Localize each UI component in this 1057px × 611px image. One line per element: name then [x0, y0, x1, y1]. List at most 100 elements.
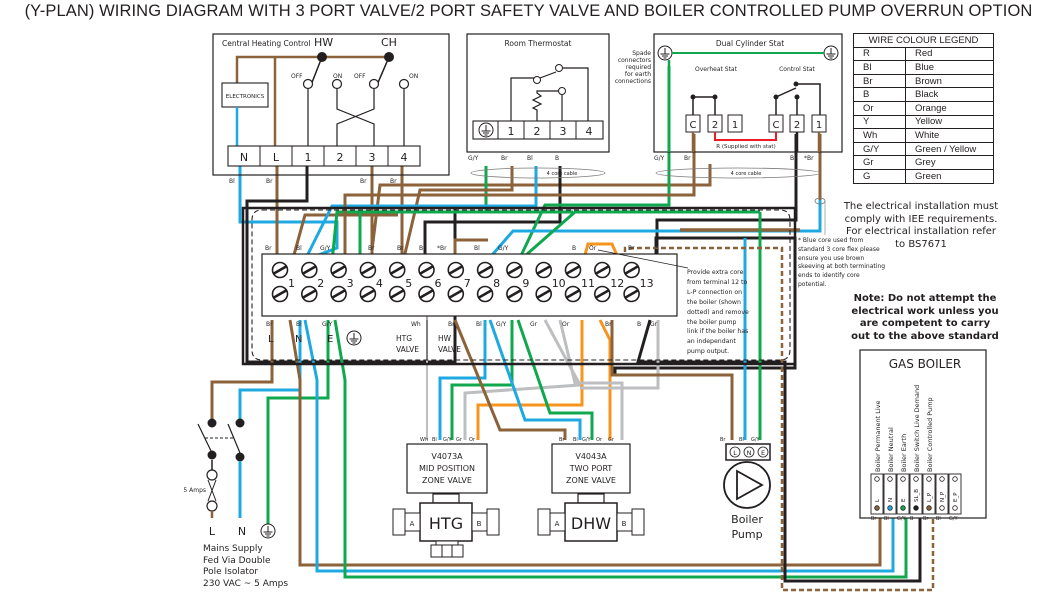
fuse-label: 5 Amps: [183, 487, 206, 494]
dhw-desc-2: ZONE VALVE: [566, 476, 616, 485]
switch-label-on-2: ON: [409, 73, 418, 80]
terminal-screw: [388, 261, 407, 279]
wire-bus-sl: [636, 319, 922, 583]
wire-cs-black: [655, 134, 798, 262]
wire-mains-l: [210, 320, 274, 424]
svg-text:connectors: connectors: [618, 57, 651, 64]
htg-zone-valve: Wh Bl G/Y Gr Or V4073A MID POSITION ZONE…: [392, 437, 500, 558]
boiler-terminal-description: Boiler Switch Live Demand: [913, 385, 921, 472]
terminal-screw: [622, 285, 641, 303]
dhw-zone-valve: Br Bl G/Y Or Gr V4043A TWO PORT ZONE VAL…: [537, 437, 645, 542]
dhw-desc-1: TWO PORT: [569, 464, 613, 473]
boiler-terminal: [909, 473, 923, 515]
jb-top-wire-label: Br: [265, 245, 272, 252]
mains-caption: Mains Supply Fed Via Double Pole Isolato…: [203, 544, 289, 589]
terminal-number: 11: [581, 277, 595, 290]
jb-earth-icon: [346, 330, 362, 346]
terminal-number: 5: [405, 277, 412, 290]
blue-core-note: * Blue core used from standard 3 core fl…: [798, 237, 886, 288]
terminal-number: 2: [317, 277, 324, 290]
terminal-screw: [329, 285, 348, 303]
room-thermostat: Room Thermostat 1 2 3 4 G/Y Br Bl B 4 co…: [466, 33, 610, 179]
overheat-label: Overheat Stat: [695, 66, 738, 73]
wire-dhw-bl: [488, 319, 582, 440]
boiler-terminal: [948, 473, 962, 515]
terminal-screw: [593, 261, 612, 279]
diagram-title: (Y-PLAN) WIRING DIAGRAM WITH 3 PORT VALV…: [24, 2, 1033, 20]
terminal-number: 12: [610, 277, 624, 290]
wire-brown-link: [290, 213, 398, 263]
rt-wire-label-br: Br: [501, 155, 508, 162]
wire-dhw-or: [598, 319, 612, 440]
chc-terminal-4: 4: [401, 151, 408, 164]
wire-mains-n: [238, 320, 302, 424]
dhw-model: V4043A: [575, 452, 607, 461]
terminal-screw: [359, 285, 377, 303]
terminal-screw: [359, 261, 377, 279]
jb-bottom-wire-label: Gr: [650, 321, 658, 328]
warning-note: Note: Do not attempt the electrical work…: [851, 293, 999, 342]
jb-bottom-wire-label: B: [637, 321, 641, 328]
boiler-wire-label: G/Y: [897, 516, 907, 522]
terminal-number: 8: [493, 277, 500, 290]
htg-wire-label-wh: Wh: [420, 437, 428, 443]
dual-cylinder-stat: Dual Cylinder Stat Overheat Stat Control…: [653, 33, 843, 179]
terminal-screw: [446, 285, 465, 303]
jb-label-htg-valve-2: VALVE: [396, 345, 419, 354]
jb-top-wire-label: Br: [368, 245, 375, 252]
jb-label-n: N: [295, 334, 302, 345]
terminal-screw: [534, 285, 553, 303]
jb-top-wire-label: Bl: [474, 245, 480, 252]
jb-top-wire-label: *Br: [437, 245, 447, 252]
electronics-label: ELECTRONICS: [226, 94, 265, 100]
chc-wire-label-br-1: Br: [266, 178, 273, 185]
terminal-screw: [329, 261, 348, 279]
boiler-terminal-description: Boiler Permanent Live: [874, 401, 882, 472]
chc-terminal-2: 2: [337, 151, 344, 164]
chc-label: Central Heating Control: [222, 39, 311, 48]
boiler-terminal-label: L_P: [927, 492, 933, 502]
wire-chc-3-brown-2: [370, 164, 712, 251]
pump-terminal-l: L: [733, 449, 737, 457]
terminal-screw: [417, 285, 436, 303]
boiler-terminal-label: SL_B: [914, 489, 920, 502]
boiler-terminal: [870, 473, 884, 515]
wire-mains-e: [266, 320, 330, 530]
jb-top-wire-label: G/Y: [498, 245, 509, 252]
wire-cs-brown: [343, 134, 696, 262]
dhw-port-a: A: [555, 520, 560, 528]
wire-htg-bl: [438, 320, 487, 440]
wire-pump-br: [610, 320, 734, 440]
boiler-terminal: [883, 473, 897, 515]
terminal-number: 6: [435, 277, 442, 290]
jb-label-htg-valve-1: HTG: [396, 334, 412, 343]
dhw-wire-label-or: Or: [596, 437, 603, 443]
dcs-wire-label-b: B: [790, 155, 794, 162]
dcs-terminal-2a: 2: [712, 120, 718, 131]
wire-rt-2-blue: [302, 166, 538, 263]
terminal-screw: [300, 261, 319, 279]
jb-top-wire-label: Br: [628, 245, 635, 252]
dcs-terminal-1a: 1: [732, 120, 738, 131]
wire-orange-link: [581, 242, 622, 263]
terminal-screw: [476, 285, 494, 303]
terminal-screw: [505, 285, 524, 303]
jb-bottom-wire-label: Br: [266, 321, 273, 328]
central-heating-control: Central Heating Control HW CH OFF ON OFF…: [212, 33, 450, 185]
jb-bottom-wire-label: Gr: [530, 321, 538, 328]
rt-wire-label-gy: G/Y: [468, 155, 479, 162]
chc-terminal-1: 1: [305, 151, 312, 164]
boiler-terminal: [896, 473, 910, 515]
dcs-wire-label-gy: G/Y: [654, 155, 665, 162]
pump-terminal-e: E: [761, 449, 765, 457]
boiler-terminal-label: N: [888, 498, 894, 502]
boiler-wire-label: Br: [923, 516, 929, 522]
red-link-wire: [714, 132, 777, 141]
jb-top-wire-label: Bl: [296, 245, 302, 252]
dcs-wire-label-star-br: *Br: [804, 155, 814, 162]
